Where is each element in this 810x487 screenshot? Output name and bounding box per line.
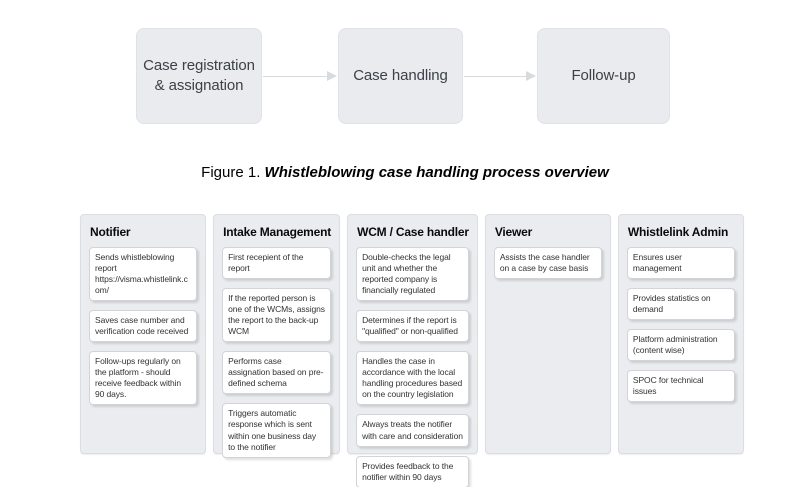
figure-caption: Figure 1. Whistleblowing case handling p… bbox=[0, 164, 810, 181]
column-title: Viewer bbox=[494, 225, 533, 239]
flow-step-follow-up: Follow-up bbox=[537, 28, 670, 124]
role-column-viewer: Viewer Assists the case handler on a cas… bbox=[484, 214, 611, 454]
role-card: If the reported person is one of the WCM… bbox=[222, 288, 332, 343]
role-card: Sends whistleblowing report https://vism… bbox=[89, 247, 198, 302]
role-card: Double-checks the legal unit and whether… bbox=[356, 247, 469, 302]
role-card: Always treats the notifier with care and… bbox=[356, 414, 469, 447]
role-card: Platform administration (content wise) bbox=[626, 329, 736, 362]
role-card: Provides statistics on demand bbox=[626, 288, 736, 321]
flow-step-case-handling: Case handling bbox=[338, 28, 463, 124]
column-title: WCM / Case handler bbox=[357, 225, 469, 239]
flow-step-case-registration: Case registration & assignation bbox=[136, 28, 262, 124]
flow-step-label: Follow-up bbox=[571, 67, 636, 85]
role-card: Provides feedback to the notifier within… bbox=[356, 455, 469, 487]
column-title: Intake Management bbox=[223, 225, 332, 239]
arrow-head-icon bbox=[526, 70, 536, 81]
role-column-whistlelink-admin: Whistlelink Admin Ensures user managemen… bbox=[617, 214, 745, 454]
role-card: Assists the case handler on a case by ca… bbox=[493, 247, 602, 280]
flow-arrow-icon bbox=[464, 69, 536, 84]
arrow-shaft bbox=[464, 75, 527, 77]
role-card: Handles the case in accordance with the … bbox=[356, 351, 469, 406]
flow-step-label: Case registration & assignation bbox=[143, 57, 255, 94]
arrow-shaft bbox=[263, 75, 328, 77]
role-card: Determines if the report is "qualified" … bbox=[356, 310, 469, 343]
role-card: Ensures user management bbox=[626, 247, 736, 280]
role-card: Follow-ups regularly on the platform - s… bbox=[89, 351, 198, 406]
role-column-wcm-case-handler: WCM / Case handler Double-checks the leg… bbox=[347, 214, 478, 487]
flow-arrow-icon bbox=[263, 69, 337, 84]
role-card: Saves case number and verification code … bbox=[89, 310, 198, 343]
role-card: SPOC for technical issues bbox=[626, 370, 736, 403]
role-card: Triggers automatic response which is sen… bbox=[222, 403, 332, 458]
figure-caption-prefix: Figure 1. bbox=[201, 164, 265, 181]
column-title: Notifier bbox=[90, 225, 131, 239]
arrow-head-icon bbox=[327, 70, 337, 81]
column-title: Whistlelink Admin bbox=[627, 225, 729, 239]
figure-caption-title: Whistleblowing case handling process ove… bbox=[264, 164, 609, 181]
role-card: First recepient of the report bbox=[222, 247, 332, 280]
role-column-notifier: Notifier Sends whistleblowing report htt… bbox=[80, 214, 207, 454]
role-columns: Notifier Sends whistleblowing report htt… bbox=[80, 214, 745, 487]
role-column-intake-management: Intake Management First recepient of the… bbox=[213, 214, 341, 458]
flow-step-label: Case handling bbox=[353, 67, 448, 85]
role-card: Performs case assignation based on pre-d… bbox=[222, 351, 332, 395]
